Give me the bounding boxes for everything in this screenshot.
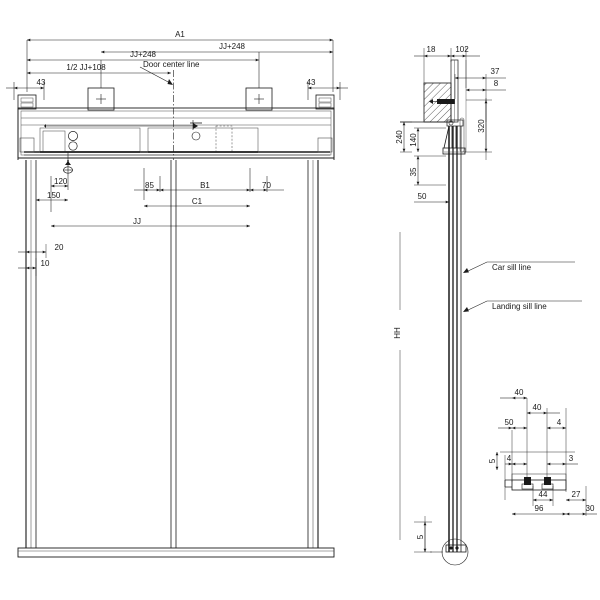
dim-sill-50: 50 [505,418,514,427]
dim-jj: JJ [133,217,141,226]
sill-detail-view [500,398,587,516]
header-bracket-left [17,94,37,160]
vertical-section-dimensions [399,48,506,553]
dim-20: 20 [55,243,64,252]
sill-line-leaders [463,261,582,312]
label-landing-sill-line: Landing sill line [492,302,547,311]
label-door-center-line: Door center line [143,60,200,69]
dim-sill-40b: 40 [533,403,542,412]
dim-sill-4a: 4 [557,418,562,427]
sill-detail-dimensions [495,396,597,516]
dim-sill-27: 27 [572,490,581,499]
belt-detail [44,120,202,130]
front-elevation-view [17,87,335,558]
sill-detail-dimension-labels: 40 40 50 4 5 4 3 44 27 96 30 [488,388,595,513]
dim-sill-3: 3 [569,454,574,463]
door-hanger-left [39,127,141,153]
dim-hh: HH [393,327,402,339]
front-elevation-dimensions [6,38,348,276]
sill-rails [442,60,467,552]
dim-sill-4b: 4 [507,454,512,463]
dim-sill-40a: 40 [515,388,524,397]
dim-35: 35 [409,167,418,176]
dim-jj248-outer: JJ+248 [219,42,246,51]
dim-b1: B1 [200,181,210,190]
door-lock-detail [63,152,73,176]
dim-85: 85 [145,181,154,190]
anchor-bolt [429,99,455,104]
vertical-section-dimension-labels: 18 102 37 8 240 140 320 35 50 HH 5 [393,45,500,539]
front-elevation-dimension-labels: A1 JJ+248 JJ+248 1/2 JJ+108 43 43 Door c… [37,30,316,268]
dim-sill-44: 44 [539,490,548,499]
dim-102: 102 [455,45,469,54]
dim-240: 240 [395,130,404,144]
header-section [446,59,464,127]
dim-320: 320 [477,119,486,133]
dim-140: 140 [409,133,418,147]
dim-jj248-inner: JJ+248 [130,50,157,59]
dim-70: 70 [262,181,271,190]
header-bracket-right [315,94,335,160]
door-hanger-right [147,125,259,153]
dim-120: 120 [54,177,68,186]
dim-sill-96: 96 [535,504,544,513]
dim-left-43: 43 [37,78,46,87]
dim-sill-30: 30 [586,504,595,513]
dim-sill-5: 5 [488,458,497,463]
sill-line-leader-labels: Car sill line Landing sill line [492,263,547,311]
vertical-section-view [400,59,469,566]
dim-half-jj108: 1/2 JJ+108 [66,63,106,72]
dim-c1: C1 [192,197,203,206]
label-car-sill-line: Car sill line [492,263,532,272]
dim-a1: A1 [175,30,185,39]
dim-150: 150 [47,191,61,200]
dim-right-43: 43 [307,78,316,87]
dim-8: 8 [494,79,499,88]
dim-50: 50 [418,192,427,201]
dim-5-bottom: 5 [416,534,425,539]
dim-10: 10 [41,259,50,268]
dim-37: 37 [491,67,500,76]
detail-circle [430,538,469,566]
dim-18: 18 [427,45,436,54]
